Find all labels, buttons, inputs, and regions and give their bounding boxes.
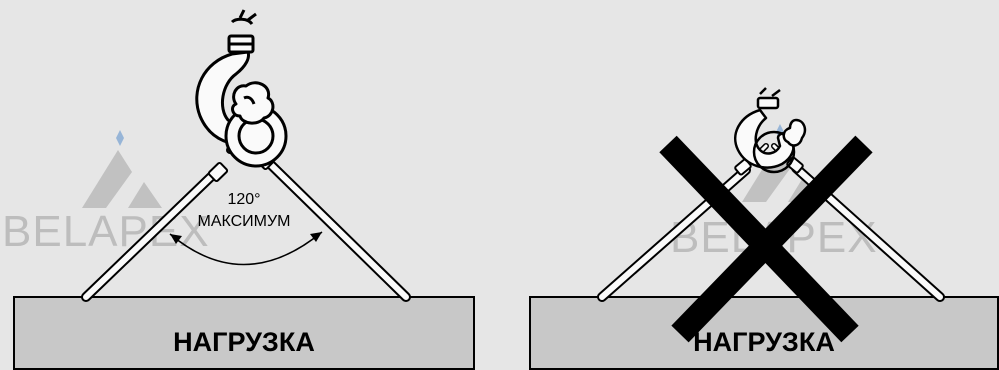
sling-leg-left: [81, 165, 223, 302]
prohibited-rigging-panel: BELAPEX НАГРУЗКА: [520, 0, 999, 370]
load-label: НАГРУЗКА: [173, 327, 315, 357]
sling-leg-right: [261, 155, 411, 302]
angle-arc: [169, 231, 323, 266]
prohibited-rigging-diagram: BELAPEX НАГРУЗКА: [529, 87, 999, 370]
correct-rigging-diagram: BELAPEX НАГРУЗКА: [2, 9, 475, 370]
load-block: [529, 296, 999, 370]
load-label: НАГРУЗКА: [693, 327, 835, 357]
crane-hook-icon: [734, 87, 807, 174]
correct-rigging-panel: BELAPEX НАГРУЗКА: [0, 0, 480, 370]
load-block: [13, 296, 475, 370]
watermark-logo: [82, 130, 162, 208]
crane-hook-icon: [195, 9, 288, 168]
angle-caption: МАКСИМУМ: [197, 213, 290, 230]
angle-value: 120°: [227, 191, 260, 208]
prohibited-x-mark-icon: [659, 135, 873, 343]
